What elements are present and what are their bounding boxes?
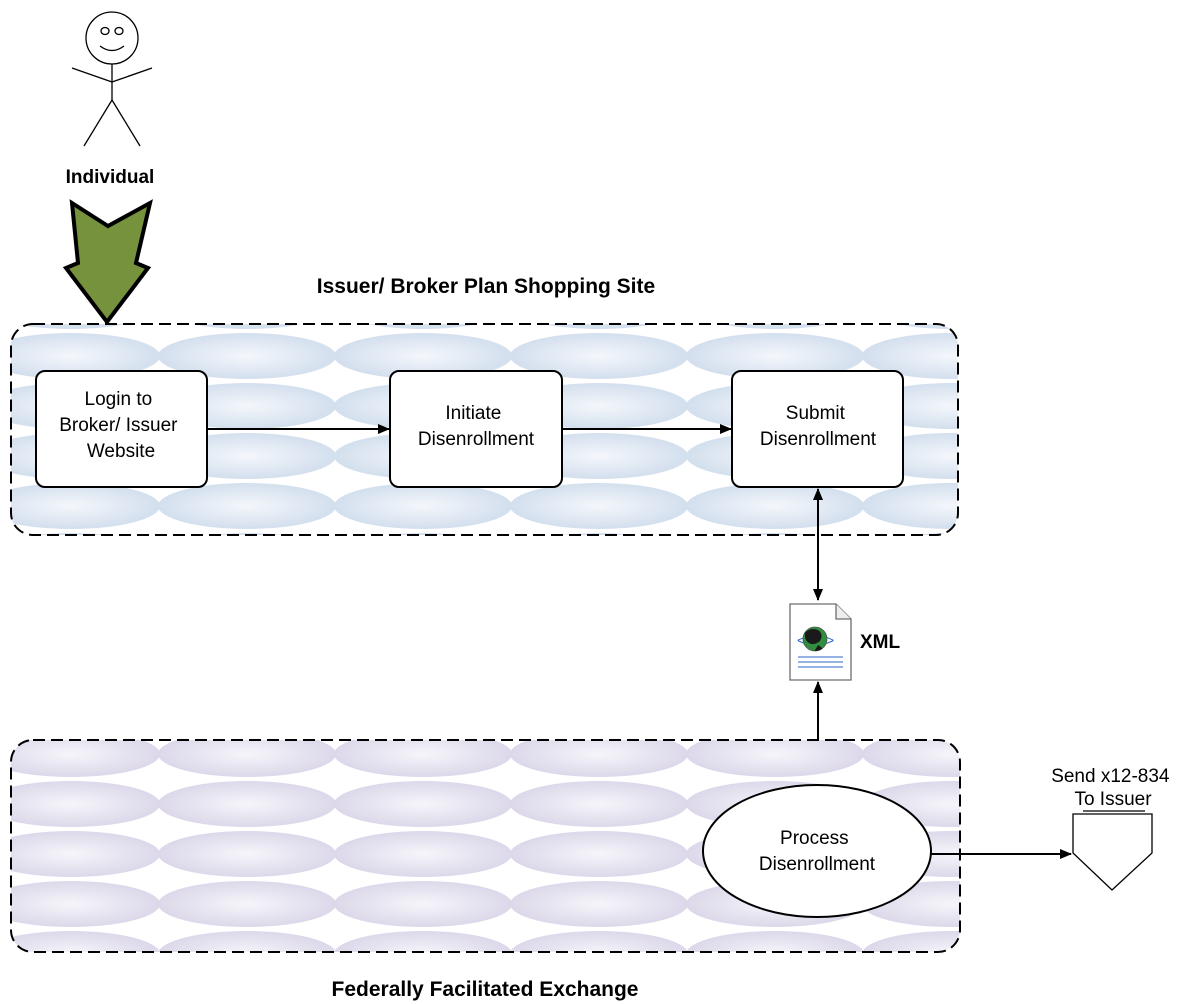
xml-document-icon: < > bbox=[789, 603, 852, 681]
individual-actor-icon bbox=[71, 11, 153, 147]
initiate-step-box: Initiate Disenrollment bbox=[389, 370, 563, 488]
bottom-zone-container bbox=[10, 739, 961, 953]
login-step-label: Login to Broker/ Issuer Website bbox=[59, 389, 183, 462]
svg-text:<: < bbox=[797, 632, 805, 648]
entry-arrow-icon bbox=[62, 199, 153, 326]
submit-step-label: Submit Disenrollment bbox=[760, 403, 877, 450]
xml-label: XML bbox=[860, 632, 901, 653]
login-step-box: Login to Broker/ Issuer Website bbox=[35, 370, 208, 488]
bottom-zone-title: Federally Facilitated Exchange bbox=[332, 978, 639, 1001]
submit-step-box: Submit Disenrollment bbox=[731, 370, 904, 488]
offpage-label: Send x12-834 To Issuer bbox=[1051, 766, 1175, 810]
process-step-ellipse: Process Disenrollment bbox=[702, 784, 932, 918]
actor-label: Individual bbox=[66, 167, 155, 188]
process-step-label: Process Disenrollment bbox=[759, 828, 876, 875]
initiate-step-label: Initiate Disenrollment bbox=[418, 403, 535, 450]
top-zone-title: Issuer/ Broker Plan Shopping Site bbox=[317, 275, 655, 298]
offpage-connector-icon bbox=[1072, 813, 1153, 891]
svg-text:>: > bbox=[826, 632, 834, 648]
